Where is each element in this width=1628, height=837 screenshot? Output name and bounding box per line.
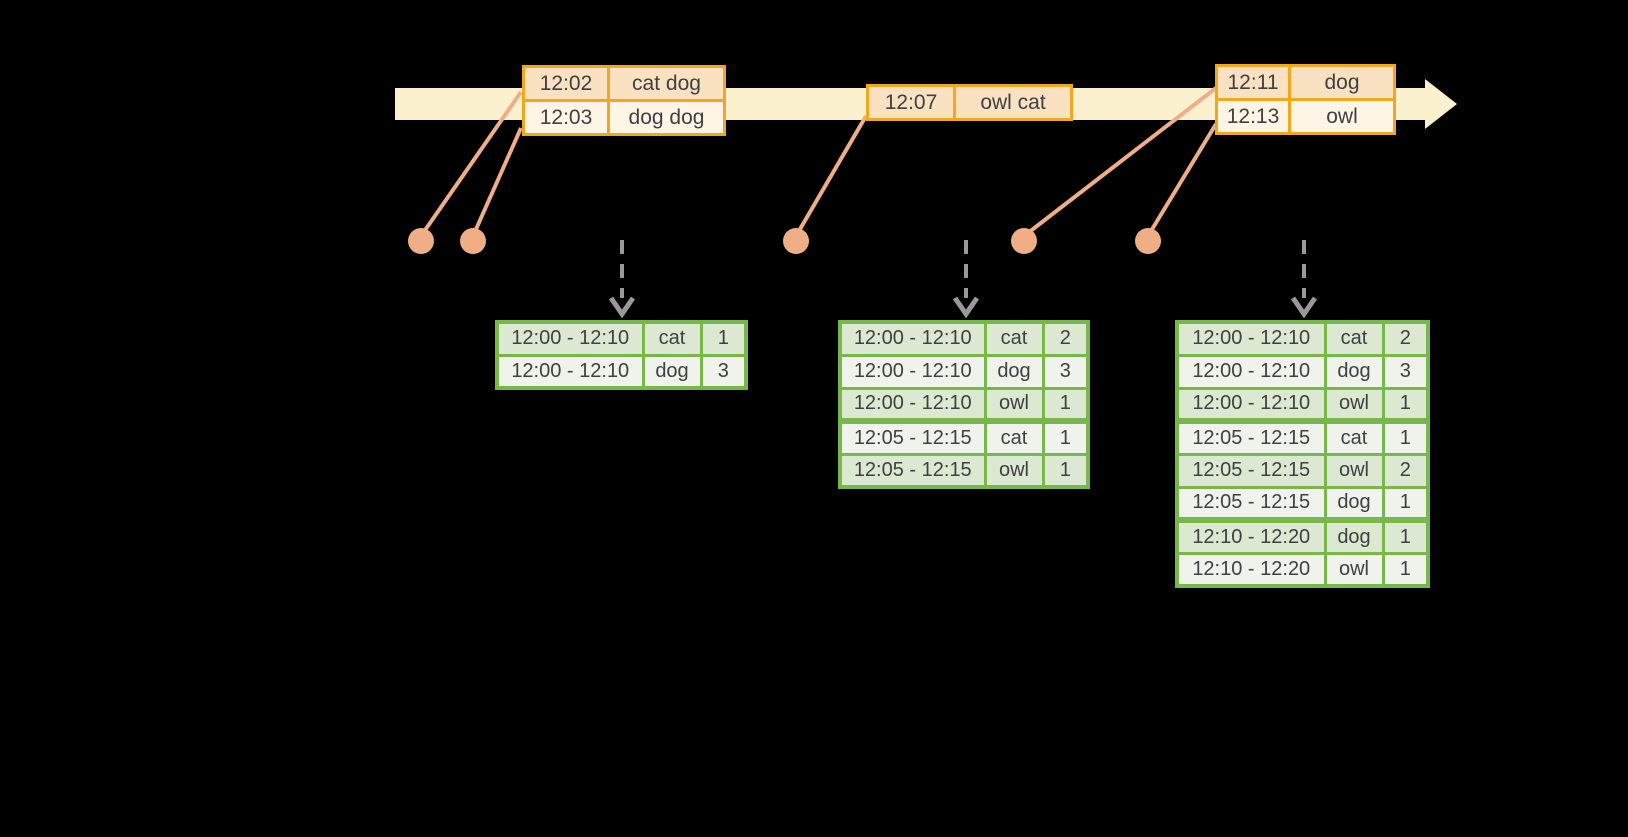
count-cell: 2 <box>1381 452 1430 489</box>
time-cell: 12:11 <box>1215 64 1291 101</box>
words-cell: cat dog <box>607 65 726 102</box>
window-cell: 12:00 - 12:10 <box>495 320 645 357</box>
word-cell: dog <box>1323 517 1385 555</box>
words-cell: owl cat <box>953 84 1073 121</box>
count-cell: 1 <box>1041 418 1090 456</box>
window-cell: 12:05 - 12:15 <box>838 418 987 456</box>
word-cell: owl <box>1323 452 1385 489</box>
count-cell: 3 <box>699 353 748 390</box>
timeline-arrowhead-icon <box>1425 79 1457 129</box>
window-cell: 12:00 - 12:10 <box>1175 320 1327 357</box>
window-cell: 12:10 - 12:20 <box>1175 551 1327 588</box>
count-cell: 1 <box>1381 551 1430 588</box>
count-cell: 3 <box>1381 353 1430 390</box>
count-cell: 2 <box>1381 320 1430 357</box>
connector-line <box>419 90 523 238</box>
connector-line <box>794 114 868 238</box>
count-cell: 3 <box>1041 353 1090 390</box>
word-cell: owl <box>1323 551 1385 588</box>
count-cell: 1 <box>1041 386 1090 423</box>
word-cell: cat <box>641 320 703 357</box>
count-cell: 1 <box>699 320 748 357</box>
connector-line <box>1022 86 1218 238</box>
connector-line <box>1146 122 1218 238</box>
event-dots <box>408 228 1161 254</box>
window-cell: 12:00 - 12:10 <box>1175 353 1327 390</box>
word-cell: dog <box>1323 485 1385 522</box>
word-cell: owl <box>983 386 1045 423</box>
word-cell: cat <box>1323 320 1385 357</box>
connector-line <box>471 127 523 237</box>
word-cell: cat <box>1323 418 1385 456</box>
event-dot <box>408 228 434 254</box>
trigger-arrows <box>608 240 1318 319</box>
event-dot <box>460 228 486 254</box>
word-cell: dog <box>983 353 1045 390</box>
count-cell: 1 <box>1381 485 1430 522</box>
window-cell: 12:05 - 12:15 <box>1175 452 1327 489</box>
word-cell: dog <box>641 353 703 390</box>
words-cell: dog <box>1288 64 1396 101</box>
time-cell: 12:13 <box>1215 98 1291 135</box>
connector-lines <box>419 86 1218 238</box>
words-cell: dog dog <box>607 99 726 136</box>
time-cell: 12:03 <box>522 99 610 136</box>
event-dot <box>783 228 809 254</box>
trigger-arrowhead-icon <box>608 296 636 319</box>
window-cell: 12:05 - 12:15 <box>1175 418 1327 456</box>
time-cell: 12:02 <box>522 65 610 102</box>
count-cell: 1 <box>1041 452 1090 489</box>
window-cell: 12:05 - 12:15 <box>1175 485 1327 522</box>
window-cell: 12:00 - 12:10 <box>495 353 645 390</box>
word-cell: owl <box>983 452 1045 489</box>
window-cell: 12:00 - 12:10 <box>1175 386 1327 423</box>
word-cell: owl <box>1323 386 1385 423</box>
window-cell: 12:10 - 12:20 <box>1175 517 1327 555</box>
window-cell: 12:00 - 12:10 <box>838 320 987 357</box>
window-cell: 12:00 - 12:10 <box>838 353 987 390</box>
event-dot <box>1135 228 1161 254</box>
trigger-arrowhead-icon <box>952 296 980 319</box>
word-cell: cat <box>983 418 1045 456</box>
window-cell: 12:05 - 12:15 <box>838 452 987 489</box>
time-cell: 12:07 <box>866 84 956 121</box>
count-cell: 1 <box>1381 386 1430 423</box>
event-dot <box>1011 228 1037 254</box>
word-cell: cat <box>983 320 1045 357</box>
trigger-arrowhead-icon <box>1290 296 1318 319</box>
window-cell: 12:00 - 12:10 <box>838 386 987 423</box>
count-cell: 2 <box>1041 320 1090 357</box>
words-cell: owl <box>1288 98 1396 135</box>
count-cell: 1 <box>1381 517 1430 555</box>
word-cell: dog <box>1323 353 1385 390</box>
count-cell: 1 <box>1381 418 1430 456</box>
